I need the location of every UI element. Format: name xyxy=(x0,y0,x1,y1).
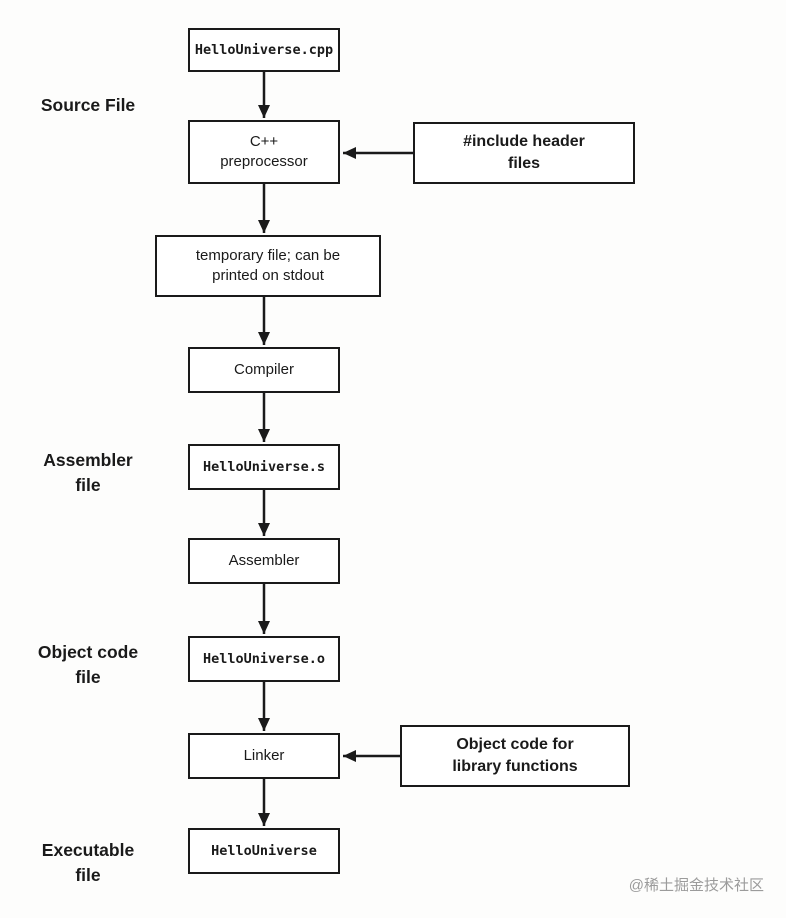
node-source-cpp: HelloUniverse.cpp xyxy=(188,28,340,72)
node-executable: HelloUniverse xyxy=(188,828,340,874)
node-temp-file: temporary file; can be printed on stdout xyxy=(155,235,381,297)
node-compiler: Compiler xyxy=(188,347,340,393)
node-linker: Linker xyxy=(188,733,340,779)
node-preprocessor: C++ preprocessor xyxy=(188,120,340,184)
label-object-code-file: Object code file xyxy=(37,642,139,687)
node-object-file: HelloUniverse.o xyxy=(188,636,340,682)
node-library-objects: Object code for library functions xyxy=(400,725,630,787)
node-assembler: Assembler xyxy=(188,538,340,584)
label-source-file: Source File xyxy=(40,95,136,115)
label-executable-file: Executable file xyxy=(41,840,135,885)
node-include-headers: #include header files xyxy=(413,122,635,184)
community-watermark: @稀土掘金技术社区 xyxy=(628,877,764,894)
label-assembler-file: Assembler file xyxy=(43,450,133,495)
node-assembler-source: HelloUniverse.s xyxy=(188,444,340,490)
